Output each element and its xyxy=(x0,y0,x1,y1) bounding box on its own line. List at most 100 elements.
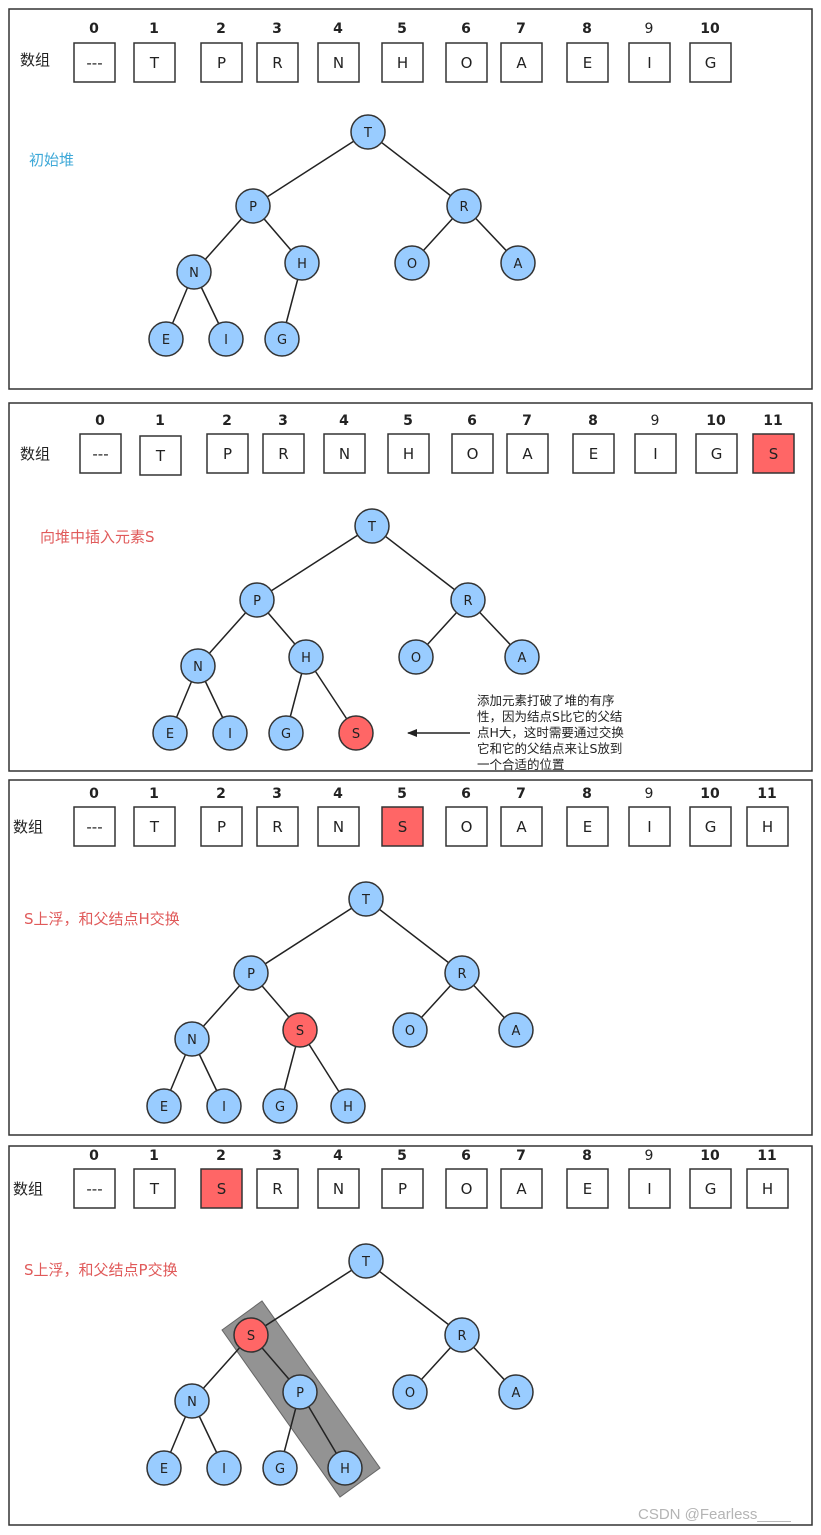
tree-node xyxy=(282,1374,318,1410)
index-label: 6 xyxy=(461,1148,471,1164)
array-cell xyxy=(381,806,424,847)
tree-edge xyxy=(252,131,369,207)
tree-node-label: H xyxy=(343,1100,353,1115)
index-label: 6 xyxy=(461,21,471,37)
array-cell-value: T xyxy=(149,818,160,836)
tree-node-label: G xyxy=(275,1462,285,1477)
index-label: 7 xyxy=(516,21,526,37)
index-label: 0 xyxy=(89,786,99,802)
tree-node xyxy=(354,508,390,544)
array-cell-value: E xyxy=(583,54,592,72)
tree-node xyxy=(206,1088,242,1124)
array-cell-value: G xyxy=(705,54,717,72)
array-cell-value: T xyxy=(149,1180,160,1198)
array-cell xyxy=(628,806,671,847)
index-label: 4 xyxy=(333,1148,343,1164)
array-cell-value: R xyxy=(272,818,282,836)
index-label: 10 xyxy=(700,786,720,802)
array-cell-value: E xyxy=(583,818,592,836)
tree-node-label: G xyxy=(275,1100,285,1115)
panel-frame xyxy=(8,1145,813,1526)
index-label: 8 xyxy=(582,1148,592,1164)
index-label: 6 xyxy=(461,786,471,802)
tree-node xyxy=(212,715,248,751)
array-cell xyxy=(317,806,360,847)
array-label: 数组 xyxy=(20,51,50,69)
tree-node xyxy=(239,582,275,618)
array-cell-value: N xyxy=(333,1180,344,1198)
index-label: 3 xyxy=(272,786,282,802)
array-cell-value: A xyxy=(522,445,533,463)
tree-node xyxy=(338,715,374,751)
index-label: 0 xyxy=(89,21,99,37)
array-cell xyxy=(73,42,116,83)
array-cell-value: H xyxy=(762,818,773,836)
tree-node-label: N xyxy=(193,660,203,675)
array-cell xyxy=(73,1168,116,1209)
tree-node xyxy=(152,715,188,751)
tree-node-label: R xyxy=(459,200,468,215)
index-label: 8 xyxy=(582,21,592,37)
watermark: CSDN @Fearless____ xyxy=(638,1506,791,1523)
tree-node xyxy=(504,639,540,675)
tree-node xyxy=(268,715,304,751)
index-label: 10 xyxy=(700,21,720,37)
index-label: 4 xyxy=(339,413,349,429)
array-cell xyxy=(506,433,549,474)
tree-node xyxy=(180,648,216,684)
index-label: 10 xyxy=(706,413,726,429)
array-cell xyxy=(256,1168,299,1209)
tree-node-label: I xyxy=(222,1462,226,1477)
tree-node-label: A xyxy=(512,1386,521,1401)
tree-node xyxy=(262,1088,298,1124)
index-label: 9 xyxy=(651,413,660,429)
array-cell xyxy=(628,1168,671,1209)
tree-node xyxy=(444,1317,480,1353)
array-label: 数组 xyxy=(20,445,50,463)
tree-node-label: N xyxy=(187,1033,197,1048)
tree-node-label: P xyxy=(247,967,255,982)
index-label: 5 xyxy=(397,786,407,802)
array-label: 数组 xyxy=(13,818,43,836)
array-cell-value: A xyxy=(516,818,527,836)
array-cell-value: H xyxy=(403,445,414,463)
array-label: 数组 xyxy=(13,1180,43,1198)
array-cell-value: G xyxy=(711,445,723,463)
tree-edge xyxy=(250,1260,367,1336)
tree-node-label: T xyxy=(361,893,370,908)
array-cell xyxy=(500,42,543,83)
index-label: 1 xyxy=(149,21,159,37)
index-label: 6 xyxy=(467,413,477,429)
index-label: 9 xyxy=(645,21,654,37)
tree-node-label: A xyxy=(514,257,523,272)
array-cell xyxy=(133,806,176,847)
tree-node xyxy=(327,1450,363,1486)
index-label: 9 xyxy=(645,1148,654,1164)
array-cell-value: R xyxy=(278,445,288,463)
index-label: 8 xyxy=(582,786,592,802)
index-label: 8 xyxy=(588,413,598,429)
array-cell xyxy=(206,433,249,474)
array-cell xyxy=(79,433,122,474)
tree-node-label: E xyxy=(166,727,174,742)
array-cell-value: I xyxy=(647,818,651,836)
array-cell xyxy=(566,42,609,83)
tree-node-label: E xyxy=(162,333,170,348)
array-cell xyxy=(445,42,488,83)
array-cell-value: T xyxy=(149,54,160,72)
array-cell xyxy=(200,1168,243,1209)
array-cell-value: N xyxy=(333,818,344,836)
panel-caption: 向堆中插入元素S xyxy=(40,528,155,546)
array-cell-value: O xyxy=(461,54,473,72)
tree-node xyxy=(444,955,480,991)
array-cell-value: H xyxy=(397,54,408,72)
index-label: 1 xyxy=(149,786,159,802)
array-cell xyxy=(139,435,182,476)
array-cell xyxy=(566,1168,609,1209)
array-cell xyxy=(634,433,677,474)
note-line: 性，因为结点S比它的父结 xyxy=(477,709,622,724)
tree-node-label: H xyxy=(340,1462,350,1477)
index-label: 3 xyxy=(272,1148,282,1164)
index-label: 1 xyxy=(155,413,165,429)
